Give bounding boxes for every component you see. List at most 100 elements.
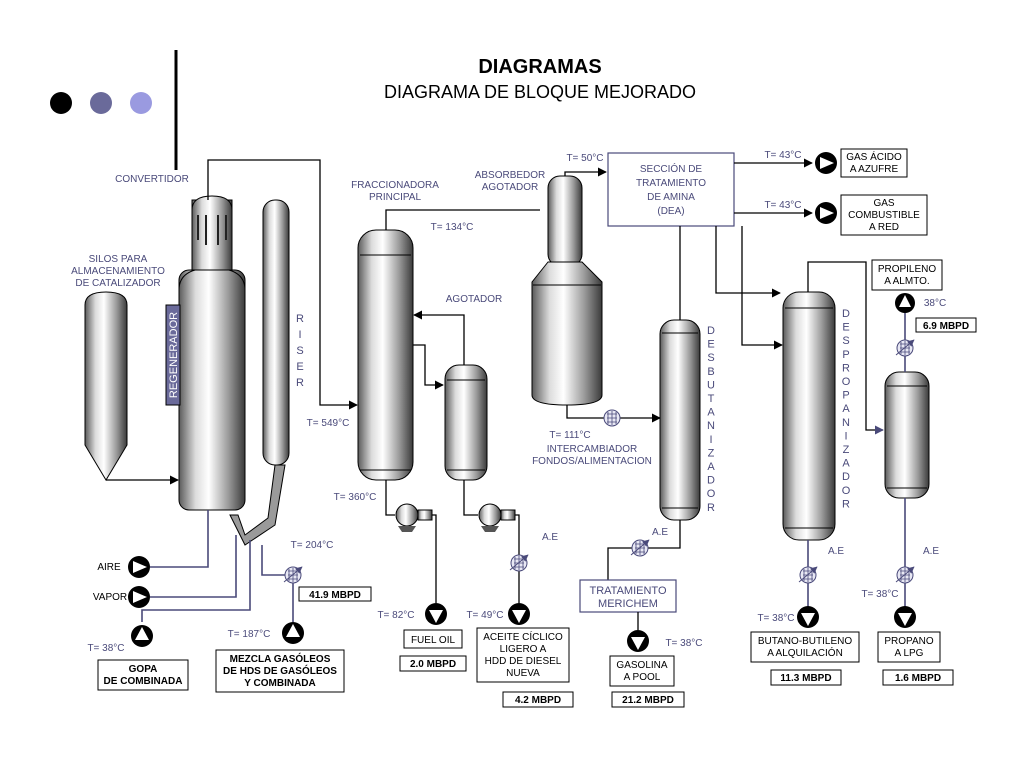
despropanizador-letter: S — [842, 335, 849, 347]
gas-combustible-outlet: GAS COMBUSTIBLE A RED — [815, 194, 928, 236]
stripper-vessel: AGOTADOR — [444, 294, 502, 481]
svg-text:CONVERTIDOR: CONVERTIDOR — [115, 174, 189, 185]
desbutanizador-letter: Z — [708, 447, 715, 459]
merichem-treatment: TRATAMIENTO MERICHEM — [579, 579, 677, 613]
svg-text:R: R — [296, 313, 304, 325]
vapor-inlet: VAPOR — [93, 586, 150, 608]
svg-text:(DEA): (DEA) — [657, 206, 684, 217]
svg-text:41.9 MBPD: 41.9 MBPD — [309, 590, 361, 601]
svg-text:GOPA: GOPA — [129, 664, 158, 675]
svg-text:INTERCAMBIADOR: INTERCAMBIADOR — [547, 444, 638, 455]
butano-outlet: T= 38°C BUTANO-BUTILENO A ALQUILACIÓN 11… — [750, 606, 860, 686]
svg-text:GAS: GAS — [873, 198, 894, 209]
despropanizador-letter: R — [842, 362, 850, 374]
desbutanizador-letter: O — [707, 488, 716, 500]
despropanizador-letter: R — [842, 498, 850, 510]
svg-text:FRACCIONADORA: FRACCIONADORA — [351, 180, 439, 191]
svg-text:DE HDS DE GASÓLEOS: DE HDS DE GASÓLEOS — [223, 664, 337, 677]
svg-text:NUEVA: NUEVA — [506, 668, 540, 679]
gas-acido-outlet: GAS ÁCIDO A AZUFRE — [815, 148, 908, 178]
svg-text:ALMACENAMIENTO: ALMACENAMIENTO — [71, 266, 165, 277]
svg-text:T= 82°C: T= 82°C — [377, 610, 414, 621]
header-dot-3 — [130, 92, 152, 114]
page-title: DIAGRAMAS — [478, 56, 601, 78]
desbutanizador-letter: A — [707, 407, 715, 419]
svg-text:SILOS PARA: SILOS PARA — [89, 254, 148, 265]
despropanizador-letter: A — [842, 403, 850, 415]
svg-text:PRINCIPAL: PRINCIPAL — [369, 192, 421, 203]
svg-text:E: E — [296, 361, 303, 373]
svg-text:T= 38°C: T= 38°C — [757, 613, 794, 624]
svg-text:T= 38°C: T= 38°C — [87, 643, 124, 654]
riser-column: R I S E R — [229, 199, 304, 546]
propileno-outlet: PROPILENO A ALMTO. 38°C 6.9 MBPD — [871, 259, 977, 333]
svg-text:R: R — [296, 377, 304, 389]
despropanizador-letter: O — [842, 376, 851, 388]
svg-text:PROPANO: PROPANO — [884, 636, 933, 647]
pump-fuel-oil — [395, 503, 433, 532]
desbutanizador-letter: A — [707, 461, 715, 473]
despropanizador-letter: Z — [843, 444, 850, 456]
despropanizador-letter: I — [844, 430, 847, 442]
svg-text:T= 111°C: T= 111°C — [549, 430, 590, 441]
svg-text:S: S — [296, 345, 303, 357]
gopa-inlet: T= 38°C GOPA DE COMBINADA — [87, 625, 189, 691]
svg-text:MEZCLA GASÓLEOS: MEZCLA GASÓLEOS — [230, 652, 331, 665]
main-fractionator: FRACCIONADORA PRINCIPAL — [351, 180, 439, 481]
desbutanizador-letter: E — [707, 339, 714, 351]
absorber-stripper: ABSORBEDOR AGOTADOR — [475, 170, 603, 406]
svg-text:TRATAMIENTO: TRATAMIENTO — [590, 585, 667, 597]
svg-text:T= 50°C: T= 50°C — [566, 153, 603, 164]
svg-text:FONDOS/ALIMENTACION: FONDOS/ALIMENTACION — [532, 456, 652, 467]
svg-text:GASOLINA: GASOLINA — [616, 660, 667, 671]
svg-text:DE CATALIZADOR: DE CATALIZADOR — [75, 278, 160, 289]
desbutanizador-letter: N — [707, 420, 715, 432]
svg-text:AIRE: AIRE — [97, 562, 121, 573]
svg-text:A.E: A.E — [828, 546, 844, 557]
svg-text:BUTANO-BUTILENO: BUTANO-BUTILENO — [758, 636, 852, 647]
svg-text:LIGERO A: LIGERO A — [500, 644, 547, 655]
svg-text:38°C: 38°C — [924, 298, 946, 309]
svg-text:A POOL: A POOL — [624, 672, 661, 683]
svg-text:DE AMINA: DE AMINA — [647, 192, 695, 203]
svg-text:A RED: A RED — [869, 222, 899, 233]
mezcla-inlet: T= 187°C 41.9 MBPD MEZCLA GASÓLEOS DE HD… — [215, 586, 372, 693]
svg-text:6.9 MBPD: 6.9 MBPD — [923, 321, 969, 332]
gasolina-outlet: T= 38°C GASOLINA A POOL 21.2 MBPD — [609, 630, 703, 708]
svg-text:HDD DE DIESEL: HDD DE DIESEL — [485, 656, 562, 667]
propylene-vessel — [884, 371, 930, 499]
despropanizador-letter: A — [842, 458, 850, 470]
desbutanizador-letter: I — [709, 434, 712, 446]
svg-text:T= 204°C: T= 204°C — [291, 540, 334, 551]
despropanizador-letter: P — [842, 349, 849, 361]
svg-text:FUEL OIL: FUEL OIL — [411, 635, 456, 646]
despropanizador-letter: P — [842, 390, 849, 402]
svg-text:ACEITE CÍCLICO: ACEITE CÍCLICO — [483, 630, 563, 643]
svg-text:T= 38°C: T= 38°C — [665, 638, 702, 649]
desbutanizador-letter: T — [708, 393, 715, 405]
svg-text:A.E: A.E — [542, 532, 558, 543]
svg-text:4.2 MBPD: 4.2 MBPD — [515, 695, 561, 706]
svg-text:SECCIÓN DE: SECCIÓN DE — [640, 162, 703, 175]
desbutanizador-letter: U — [707, 379, 715, 391]
amine-treatment-section: SECCIÓN DE TRATAMIENTO DE AMINA (DEA) — [607, 152, 735, 227]
desbutanizador-letter: S — [707, 352, 714, 364]
fuel-oil-outlet: T= 82°C FUEL OIL 2.0 MBPD — [377, 603, 467, 672]
svg-text:GAS ÁCIDO: GAS ÁCIDO — [846, 150, 902, 163]
svg-text:A LPG: A LPG — [895, 648, 924, 659]
svg-text:T= 549°C: T= 549°C — [307, 418, 350, 429]
svg-text:AGOTADOR: AGOTADOR — [482, 182, 538, 193]
svg-text:T= 187°C: T= 187°C — [228, 629, 271, 640]
desbutanizador-letter: R — [707, 502, 715, 514]
page-subtitle: DIAGRAMA DE BLOQUE MEJORADO — [384, 82, 696, 102]
desbutanizador-letter: D — [707, 475, 715, 487]
desbutanizador-letter: D — [707, 325, 715, 337]
propano-outlet: T= 38°C PROPANO A LPG 1.6 MBPD — [861, 589, 954, 686]
header-dot-1 — [50, 92, 72, 114]
svg-text:T= 43°C: T= 43°C — [764, 150, 801, 161]
despropanizador-letter: E — [842, 322, 849, 334]
catalyst-silo: SILOS PARA ALMACENAMIENTO DE CATALIZADOR — [71, 254, 179, 485]
svg-text:MERICHEM: MERICHEM — [598, 598, 658, 610]
